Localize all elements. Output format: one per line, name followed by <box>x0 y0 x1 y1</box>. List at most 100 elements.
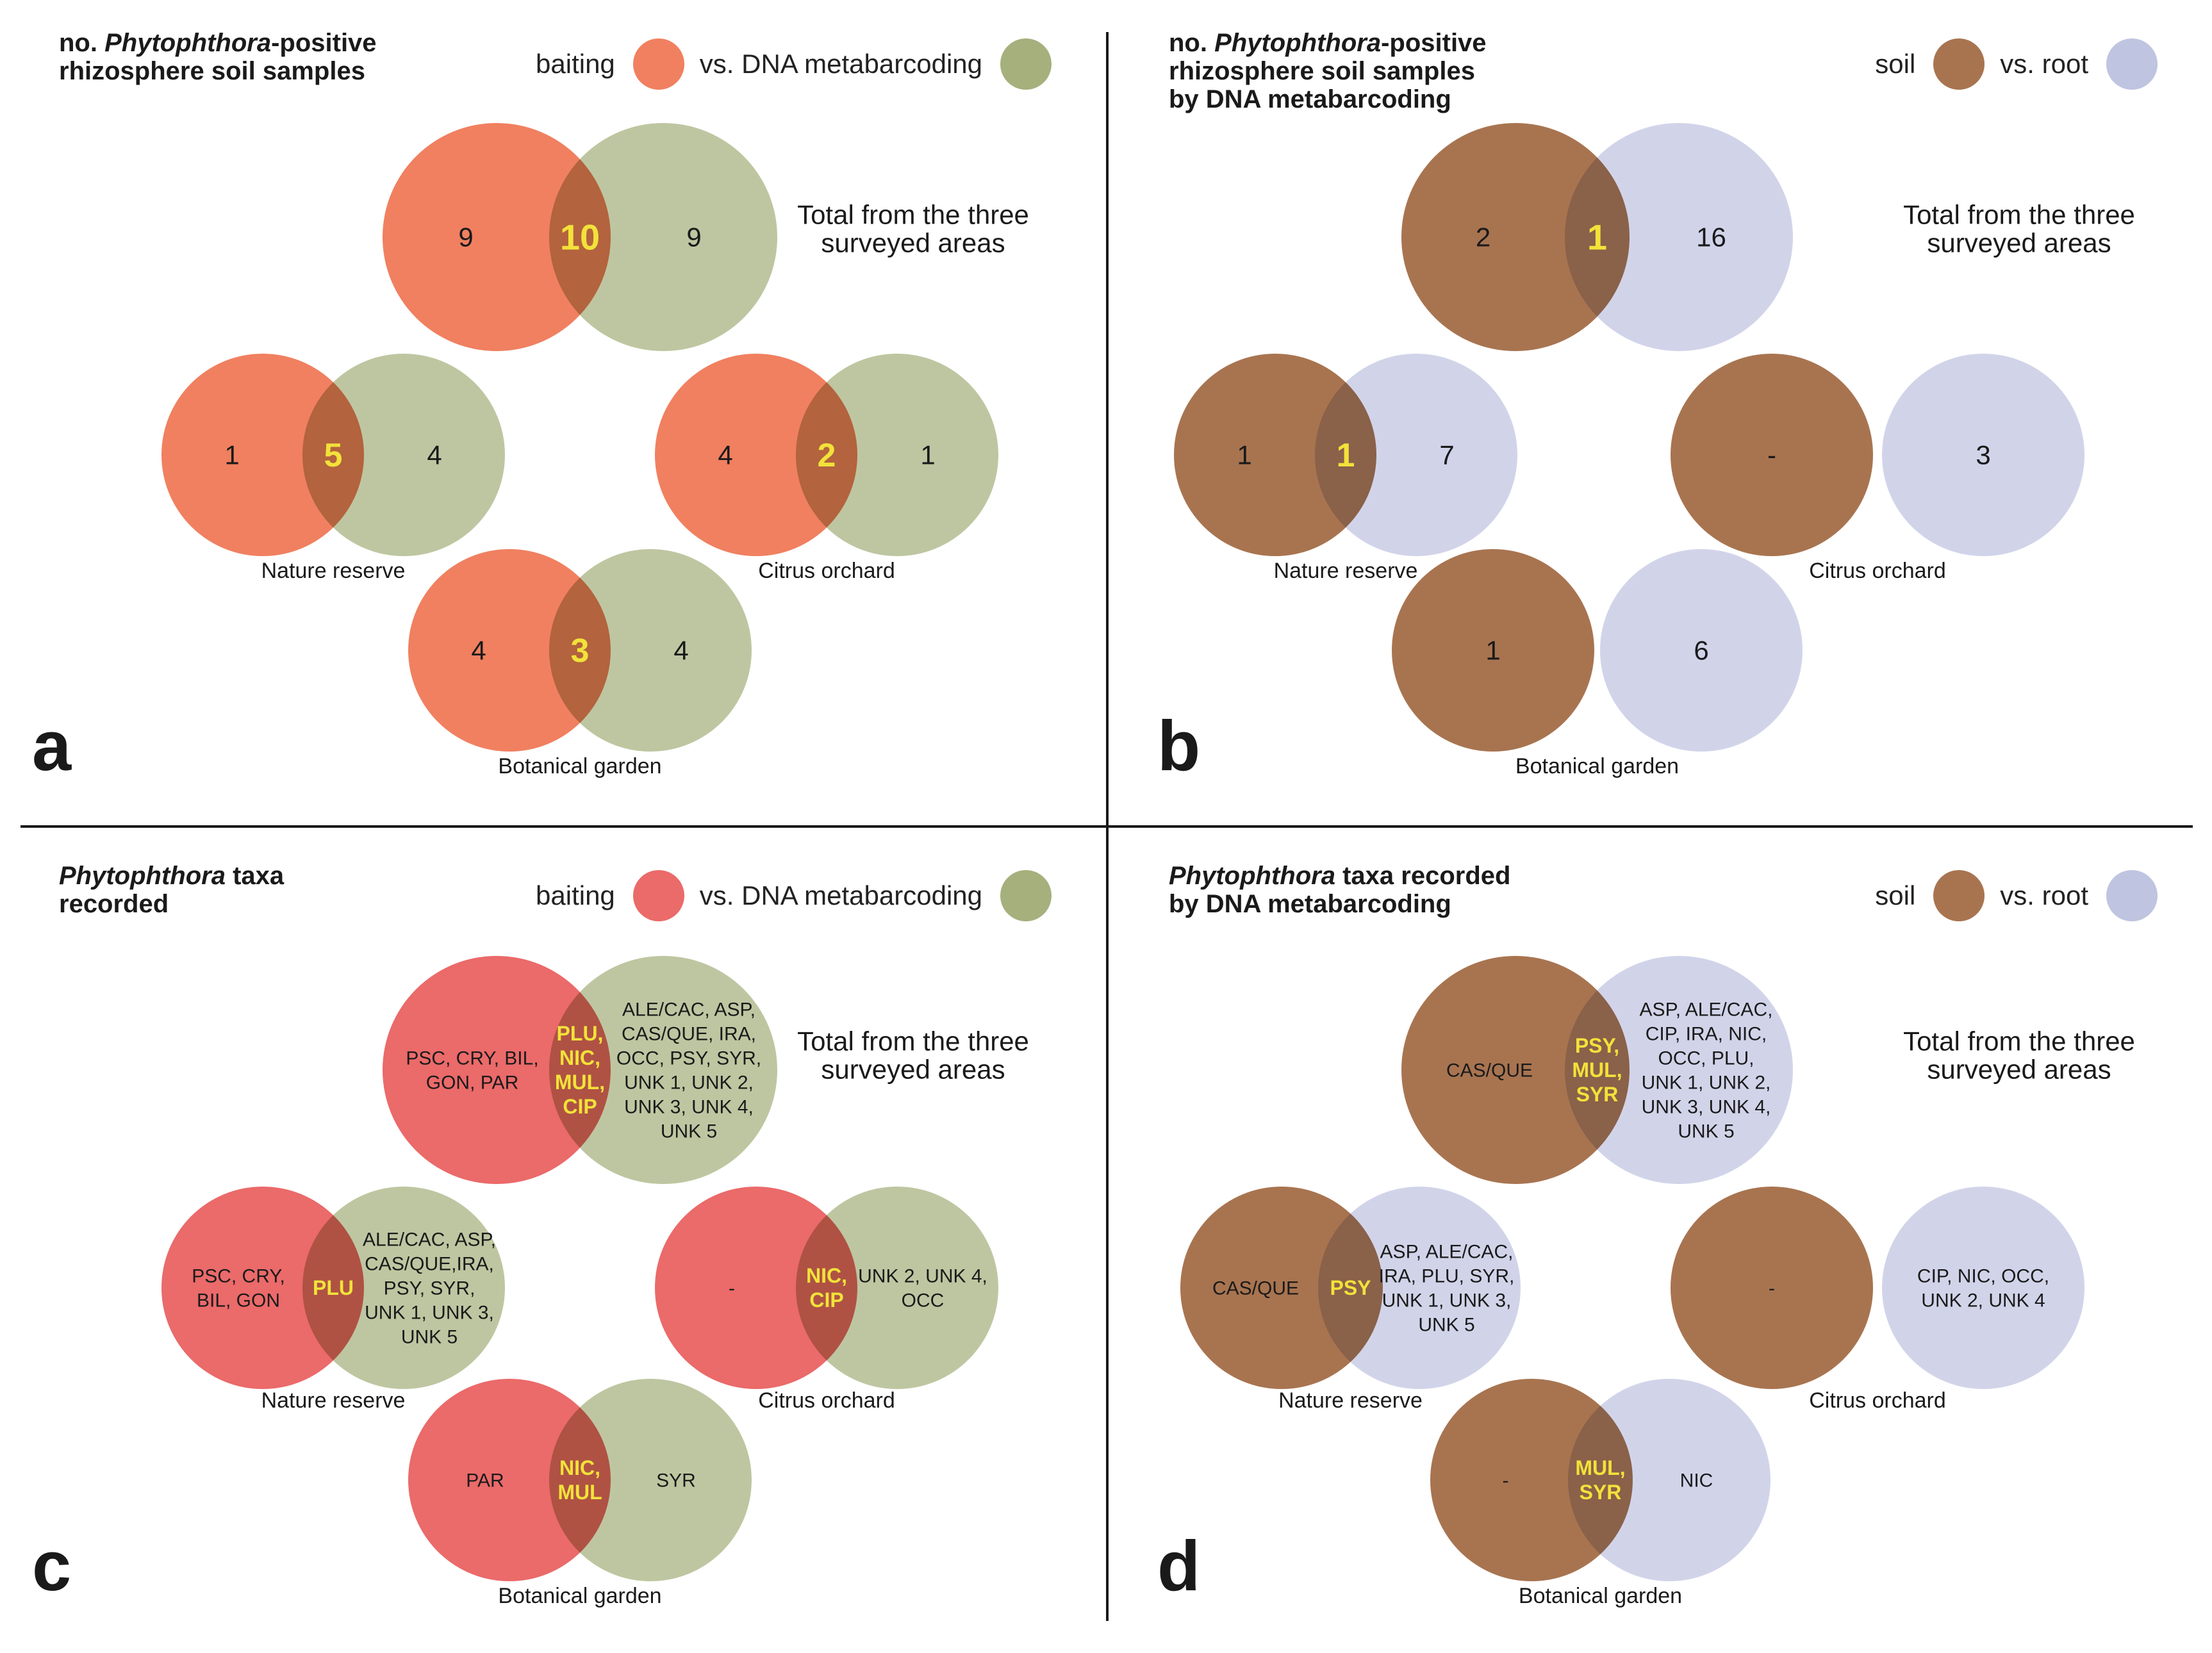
venn-circle-b <box>1568 1379 1770 1581</box>
venn-right-value: 6 <box>1694 636 1708 666</box>
total-note-line: Total from the three <box>797 200 1029 230</box>
venn-area-label: Citrus orchard <box>758 559 895 583</box>
venn-total <box>1401 956 1793 1184</box>
venn-circle-a <box>1174 354 1376 556</box>
venn-overlap-value: 1 <box>1337 437 1355 474</box>
venn-citrus <box>655 354 998 556</box>
legend-swatch-a <box>1933 870 1985 921</box>
venn-circle-b <box>1600 549 1803 752</box>
venn-circle-a <box>161 1187 364 1389</box>
venn-circle-a <box>1401 123 1630 351</box>
venn-circle-b <box>1565 123 1793 351</box>
venn-botanical <box>408 549 752 752</box>
venn-left-value: 1 <box>1485 636 1500 666</box>
total-note-line: Total from the three <box>1903 1026 2135 1057</box>
legend-swatch-b <box>2106 870 2158 921</box>
title-line: rhizosphere soil samples <box>59 57 377 85</box>
panel-letter: c <box>32 1527 72 1606</box>
venn-right-value: ALE/CAC, ASP,CAS/QUE,IRA,PSY, SYR,UNK 1,… <box>363 1229 496 1348</box>
venn-circle-a <box>383 123 611 351</box>
venn-area-label: Botanical garden <box>1515 754 1679 778</box>
legend-label-a: soil <box>1875 880 1916 910</box>
venn-right-value: 4 <box>427 440 442 470</box>
title-line: by DNA metabarcoding <box>1169 85 1487 113</box>
legend-swatch-b <box>1000 870 1052 921</box>
venn-circle-a <box>655 1187 857 1389</box>
venn-total <box>383 956 777 1184</box>
venn-left-value: - <box>729 1278 735 1299</box>
venn-diagrams: PSC, CRY, BIL,GON, PAR ALE/CAC, ASP,CAS/Q… <box>161 956 1029 1608</box>
title-segment: Phytophthora <box>1214 29 1382 57</box>
venn-overlap-value: PLU,NIC,MUL,CIP <box>555 1022 605 1118</box>
venn-circle-a <box>1392 549 1594 752</box>
venn-circle-b <box>796 1187 998 1389</box>
venn-left-value: - <box>1769 1278 1775 1299</box>
venn-area-label: Nature reserve <box>1278 1388 1423 1413</box>
total-note-line: surveyed areas <box>821 1055 1005 1085</box>
title-segment: Phytophthora <box>104 29 272 57</box>
total-note-line: surveyed areas <box>1927 1055 2111 1085</box>
venn-left-value: PSC, CRY,BIL, GON <box>192 1266 285 1312</box>
title-line: rhizosphere soil samples <box>1169 57 1487 85</box>
venn-circle-a <box>383 956 611 1184</box>
venn-right-value: NIC <box>1680 1470 1713 1492</box>
total-note-line: Total from the three <box>1903 200 2135 230</box>
title-segment: -positive <box>1381 29 1487 57</box>
venn-botanical <box>1392 549 1803 752</box>
venn-overlap-value: PSY,MUL,SYR <box>1572 1034 1622 1106</box>
venn-overlap-value: 2 <box>818 437 836 474</box>
venn-circle-a <box>408 549 611 752</box>
venn-area-label: Citrus orchard <box>758 1388 895 1413</box>
legend-label-a: baiting <box>536 49 615 79</box>
total-note-line: Total from the three <box>797 1026 1029 1057</box>
venn-left-value: PSC, CRY, BIL,GON, PAR <box>406 1048 538 1094</box>
total-note-line: surveyed areas <box>1927 228 2111 258</box>
venn-area-label: Nature reserve <box>261 559 406 583</box>
venn-nature <box>1174 354 1517 556</box>
venn-right-value: 1 <box>920 440 935 470</box>
venn-overlap-value: 10 <box>560 217 600 258</box>
panel-letter: a <box>32 707 72 785</box>
venn-circle-b <box>302 1187 505 1389</box>
title-segment: taxa recorded <box>1335 862 1511 890</box>
title-segment: Phytophthora <box>59 862 226 890</box>
legend-label-b: vs. DNA metabarcoding <box>699 880 982 910</box>
venn-right-value: 7 <box>1439 440 1454 470</box>
title-segment: rhizosphere soil samples <box>1169 57 1475 85</box>
title-segment: no. <box>59 29 105 57</box>
venn-total <box>383 123 777 351</box>
venn-area-label: Citrus orchard <box>1809 1388 1946 1413</box>
venn-area-label: Botanical garden <box>498 1584 661 1608</box>
venn-circle-b <box>549 956 777 1184</box>
venn-left-value: CAS/QUE <box>1212 1278 1299 1299</box>
venn-circle-a <box>655 354 857 556</box>
venn-left-value: 4 <box>718 440 732 470</box>
title-segment: Phytophthora <box>1169 862 1335 890</box>
venn-right-value: SYR <box>656 1470 696 1492</box>
title-segment: by DNA metabarcoding <box>1169 890 1451 918</box>
legend-swatch-a <box>1933 38 1985 90</box>
venn-left-value: CAS/QUE <box>1446 1060 1533 1081</box>
venn-circle-b <box>1565 956 1793 1184</box>
venn-left-value: 1 <box>1237 440 1251 470</box>
title-line: no. Phytophthora-positive <box>1169 29 1487 57</box>
title-segment: by DNA metabarcoding <box>1169 85 1451 113</box>
venn-circle-b <box>549 549 752 752</box>
venn-citrus <box>1671 1187 2084 1389</box>
venn-circle-b <box>796 354 998 556</box>
title-segment: -positive <box>271 29 377 57</box>
venn-area-label: Citrus orchard <box>1809 559 1946 583</box>
venn-right-value: 3 <box>1976 440 1990 470</box>
